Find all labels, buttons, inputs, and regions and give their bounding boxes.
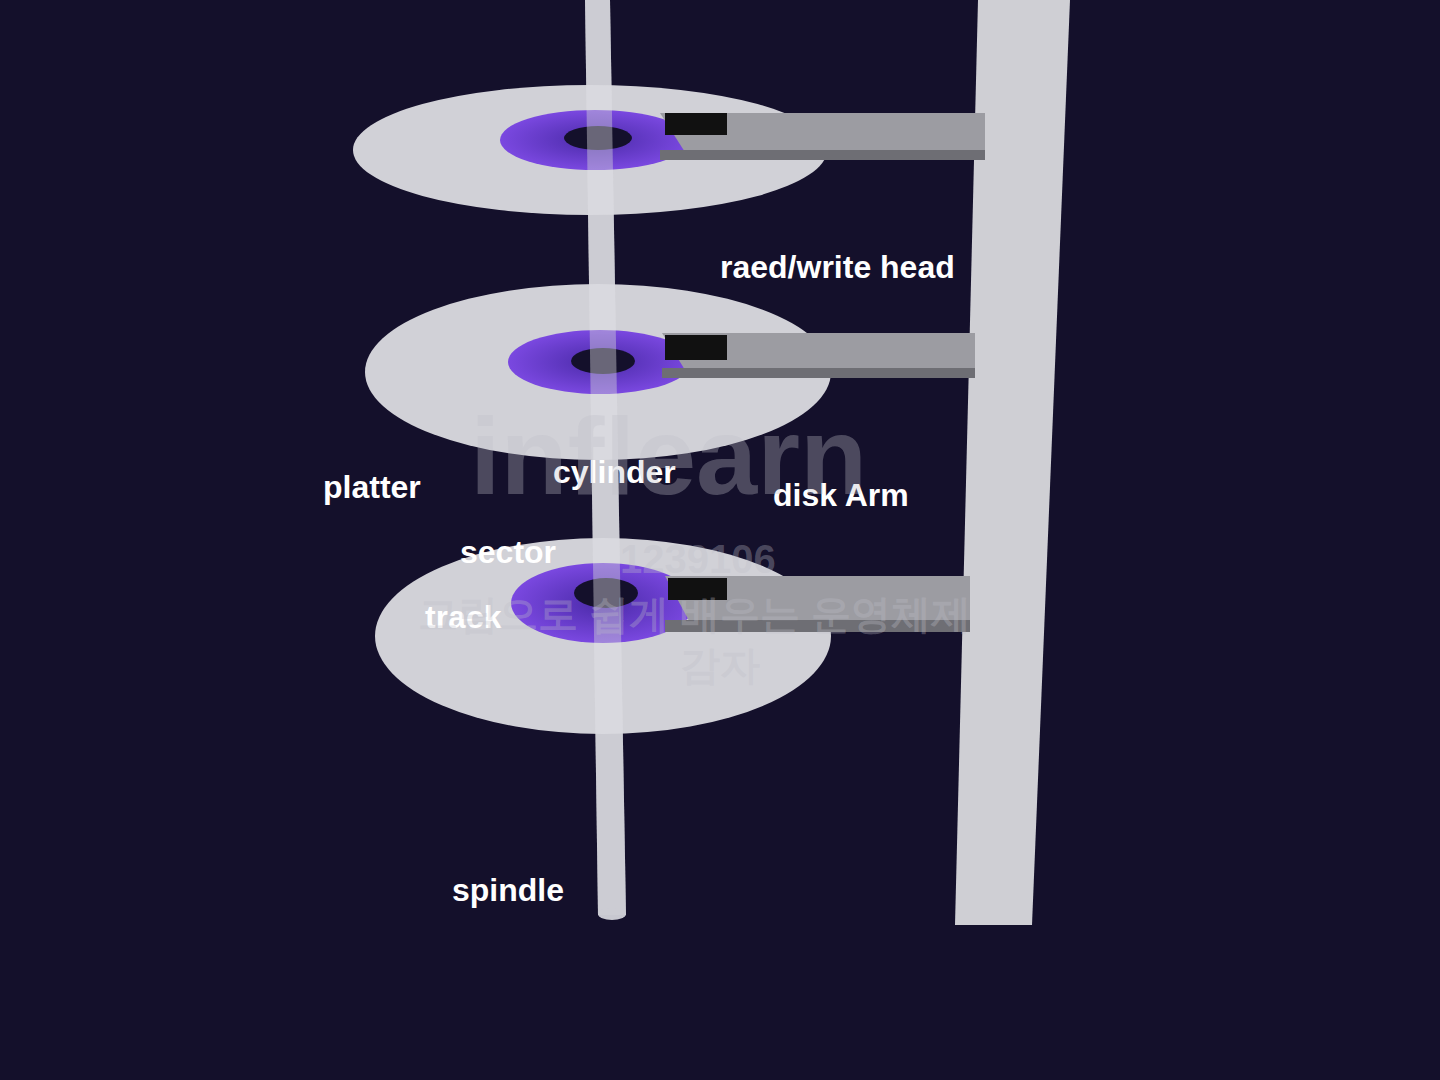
disk-arm-edge bbox=[660, 150, 985, 160]
part-label: platter bbox=[323, 470, 421, 505]
watermark: 1239106 bbox=[620, 537, 776, 581]
read-write-head bbox=[665, 113, 727, 135]
read-write-head bbox=[665, 335, 727, 360]
part-label: sector bbox=[460, 535, 556, 570]
disk-arm-edge bbox=[662, 368, 975, 378]
disk-arm bbox=[660, 113, 985, 160]
watermark: 감자 bbox=[680, 643, 760, 687]
part-label: raed/write head bbox=[720, 250, 955, 285]
watermark: 그림으로 쉽게 배우는 운영체제 bbox=[418, 592, 971, 636]
watermark: inflearn bbox=[470, 395, 867, 516]
part-label: spindle bbox=[452, 873, 564, 908]
disk-arm bbox=[662, 333, 975, 378]
